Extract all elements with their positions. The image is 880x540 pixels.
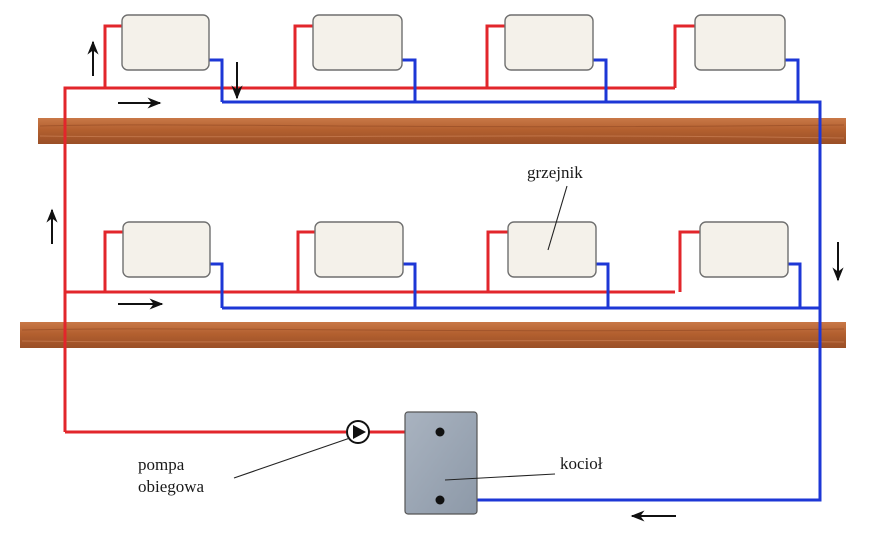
- boiler-leader-line: [444, 473, 556, 481]
- return-pipe-network: [209, 58, 822, 502]
- radiator-upper-2: [312, 14, 403, 71]
- boiler-supply-port: [435, 427, 445, 437]
- pump-label-line2: obiegowa: [138, 477, 205, 496]
- radiator-lower-1: [122, 221, 211, 278]
- boiler-return-port: [435, 495, 445, 505]
- radiator-upper-1: [121, 14, 210, 71]
- pump-label-line1: pompa: [138, 455, 185, 474]
- upper-floor-beam: [38, 118, 846, 144]
- radiator-lower-3: [507, 221, 597, 278]
- radiator-leader-line: [547, 185, 568, 251]
- boiler-label: kocioł: [560, 454, 603, 473]
- supply-pipe-network: [63, 24, 700, 434]
- radiator-upper-4: [694, 14, 786, 71]
- radiator-upper-3: [504, 14, 594, 71]
- boiler: [404, 411, 478, 515]
- circulation-pump-icon: [346, 420, 370, 444]
- lower-floor-beam: [20, 322, 846, 348]
- pump-leader-line: [233, 437, 351, 479]
- radiator-label: grzejnik: [527, 163, 583, 182]
- radiator-lower-2: [314, 221, 404, 278]
- radiator-lower-4: [699, 221, 789, 278]
